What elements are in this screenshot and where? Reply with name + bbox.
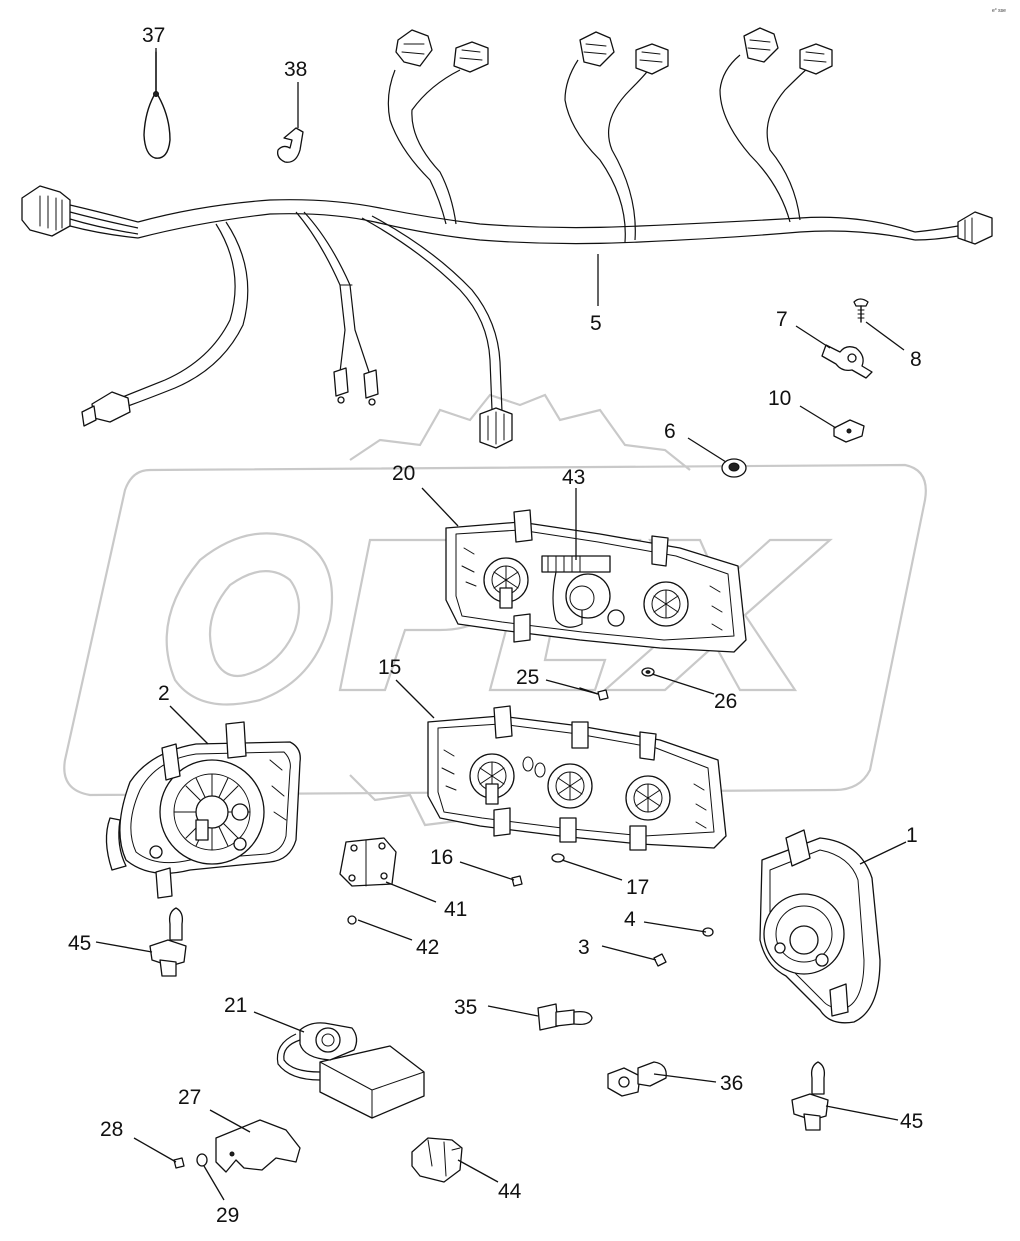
part-20-lamp-housing: [445, 509, 747, 653]
part-1-headlamp: [759, 829, 881, 1024]
callout-labels: 37 38 5 7 8 10 6 20 43 25 26 15 2 1 16 1…: [68, 24, 923, 1227]
callout-20: 20: [392, 462, 415, 485]
callout-45-right: 45: [900, 1110, 923, 1133]
part-36-bulb: [607, 1061, 667, 1097]
callout-44: 44: [498, 1180, 522, 1203]
callout-21: 21: [224, 994, 247, 1017]
part-44-connector: [411, 1137, 463, 1183]
callout-27: 27: [178, 1086, 201, 1109]
part-21-module: [276, 1022, 425, 1119]
callout-25: 25: [516, 666, 539, 689]
callout-42: 42: [416, 936, 439, 959]
callout-28: 28: [100, 1118, 123, 1141]
callout-6: 6: [664, 420, 676, 443]
part-45-bulb-left: [149, 907, 187, 977]
callout-29: 29: [216, 1204, 239, 1227]
part-5-wiring-harness: [21, 27, 993, 449]
callout-36: 36: [720, 1072, 743, 1095]
callout-4: 4: [624, 908, 636, 931]
callout-45-left: 45: [68, 932, 91, 955]
callout-15: 15: [378, 656, 401, 679]
callout-41: 41: [444, 898, 467, 921]
callout-43: 43: [562, 466, 585, 489]
part-29-washer: [196, 1153, 208, 1167]
callout-16: 16: [430, 846, 453, 869]
callout-7: 7: [776, 308, 788, 331]
callout-2: 2: [158, 682, 170, 705]
part-10-nut: [833, 419, 865, 443]
part-7-clamp: [821, 344, 873, 379]
corner-code: e° sse: [992, 8, 1006, 14]
callout-1: 1: [906, 824, 918, 847]
part-3-screw: [653, 953, 667, 967]
part-16-screw: [511, 875, 523, 887]
leader-lines: [95, 48, 907, 1201]
part-28-screw: [173, 1157, 185, 1169]
part-2-headlamp: [105, 721, 301, 899]
callout-17: 17: [626, 876, 649, 899]
callout-38: 38: [284, 58, 307, 81]
callout-37: 37: [142, 24, 165, 47]
callout-10: 10: [768, 387, 791, 410]
part-41-plate: [339, 837, 397, 887]
part-17-washer: [551, 853, 565, 863]
part-45-bulb-right: [791, 1061, 829, 1131]
callout-26: 26: [714, 690, 737, 713]
part-27-bracket: [215, 1119, 301, 1173]
callout-5: 5: [590, 312, 602, 335]
part-37-loop-tie: [143, 51, 171, 159]
part-26-washer: [641, 667, 655, 677]
part-6-grommet: [721, 458, 747, 478]
callout-3: 3: [578, 936, 590, 959]
part-8-screw: [853, 298, 869, 323]
part-15-lamp-housing: [427, 705, 727, 851]
part-35-bulb: [537, 1003, 593, 1031]
part-38-clip: [277, 127, 304, 163]
callout-35: 35: [454, 996, 477, 1019]
part-42-screw: [347, 915, 357, 925]
callout-8: 8: [910, 348, 922, 371]
